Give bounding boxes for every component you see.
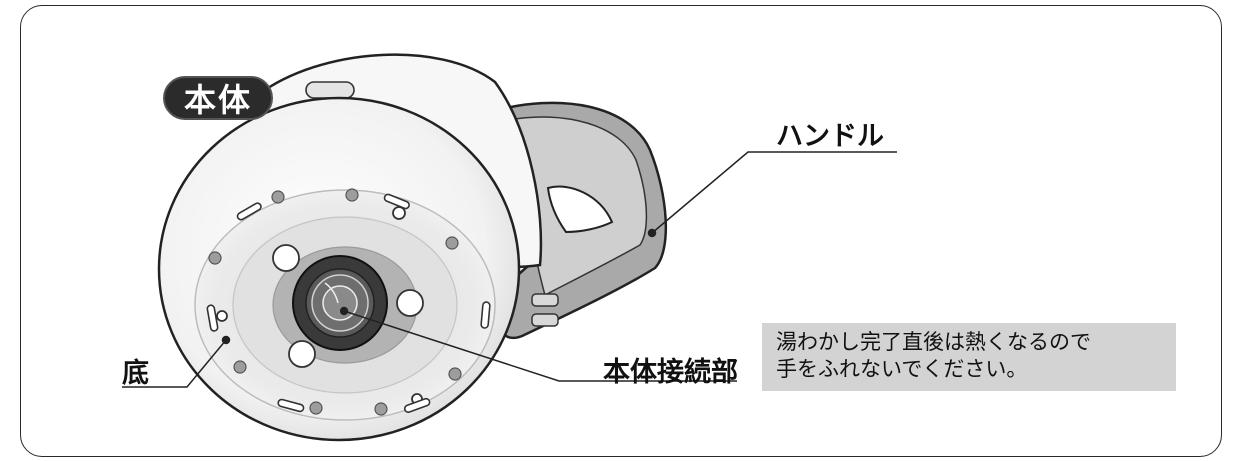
base-feet (216, 206, 424, 405)
caution-line-2: 手をふれないでください。 (776, 357, 1028, 381)
body-badge: 本体 (163, 76, 273, 120)
leader-lines (122, 151, 897, 388)
caution-box: 湯わかし完了直後は熱くなるので 手をふれないでください。 (762, 323, 1176, 391)
connector-label: 本体接続部 (603, 357, 738, 388)
caution-line-1: 湯わかし完了直後は熱くなるので (776, 330, 1091, 354)
handle-label: ハンドル (776, 121, 884, 152)
base-slots (206, 193, 491, 414)
kettle-handle (488, 101, 668, 339)
connector-icon (292, 255, 388, 351)
base-holes (208, 188, 462, 416)
diagram-frame (20, 5, 1222, 457)
kettle-base (194, 188, 496, 421)
bottom-label: 底 (122, 358, 149, 389)
